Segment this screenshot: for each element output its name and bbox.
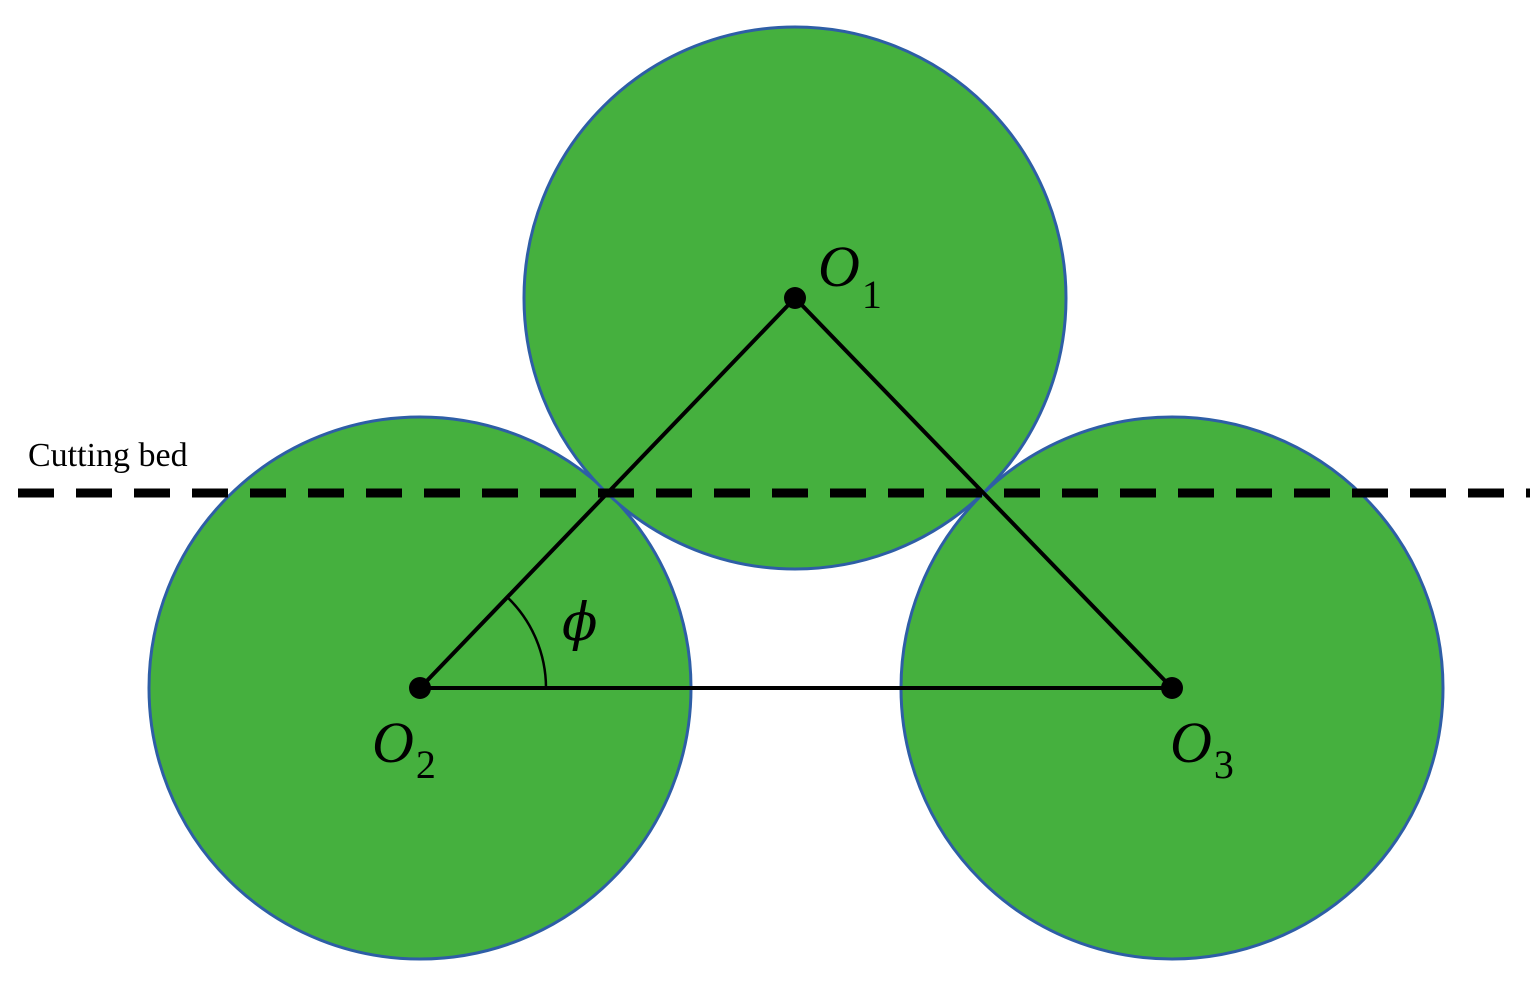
angle-arc-phi: [506, 596, 548, 689]
label-o3: O3: [1170, 710, 1234, 787]
label-o1: O1: [818, 234, 882, 317]
center-dot-o2: [409, 677, 431, 699]
angle-label-phi: ϕ: [562, 593, 597, 653]
center-dot-o1: [784, 287, 806, 309]
cutting-bed-label: Cutting bed: [28, 437, 188, 474]
label-o2: O2: [372, 710, 436, 787]
center-dot-o3: [1161, 677, 1183, 699]
edge-o1-o3: [793, 296, 1174, 690]
